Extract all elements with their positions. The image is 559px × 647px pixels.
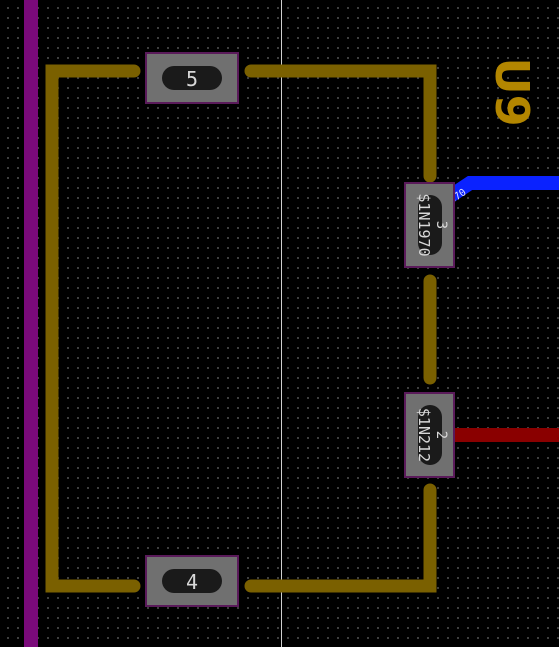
board-edge (24, 0, 38, 647)
pad-5[interactable]: 5 (145, 52, 239, 104)
trace-pad5-left[interactable] (45, 64, 141, 593)
red-trace[interactable] (455, 428, 559, 442)
pad-4[interactable]: 4 (145, 555, 239, 607)
pad-3-number: 3 (433, 221, 449, 229)
component-reference: U9 (485, 57, 539, 126)
pad-5-number: 5 (186, 67, 198, 91)
pad-2-number-badge (418, 405, 442, 465)
pad-3-number-badge (418, 195, 442, 255)
pad-5-number-badge (162, 66, 222, 90)
trace-pad5-right[interactable] (244, 64, 437, 183)
pad-2-number: 2 (433, 431, 449, 439)
blue-trace[interactable] (445, 176, 559, 202)
pad-3-net: $1N1970 (415, 193, 433, 256)
pad-3[interactable]: 3 $1N1970 (404, 182, 455, 268)
pad-2[interactable]: 2 $1N212 (404, 392, 455, 478)
pad-4-number-badge (162, 569, 222, 593)
trace-pad2-pad4[interactable] (244, 483, 437, 593)
pad-4-number: 4 (186, 570, 198, 594)
pad-2-net: $1N212 (415, 408, 433, 462)
copper-traces[interactable] (45, 64, 437, 593)
